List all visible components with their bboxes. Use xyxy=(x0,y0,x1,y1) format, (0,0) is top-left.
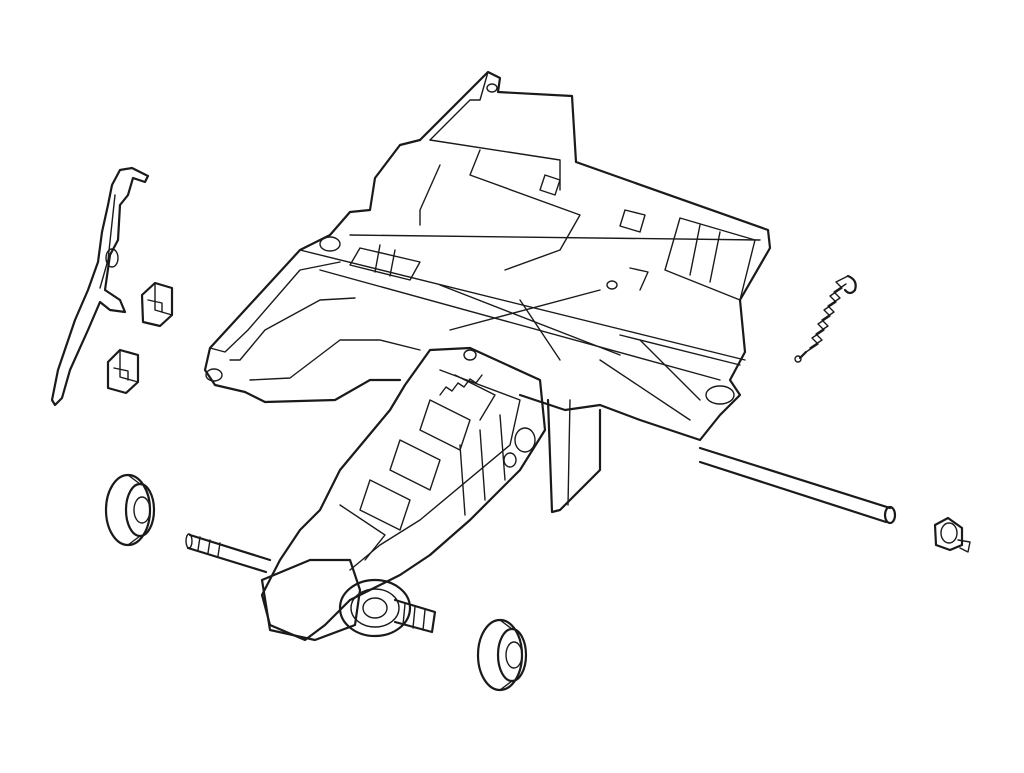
roller-left xyxy=(104,473,156,547)
bracket-clip-upper xyxy=(140,281,174,328)
tension-spring xyxy=(794,274,857,363)
shaft-bushing xyxy=(933,516,971,553)
main-frame xyxy=(203,70,772,514)
pickup-assembly xyxy=(185,346,547,642)
lever-arm xyxy=(50,166,150,407)
roller-bottom xyxy=(476,618,528,692)
bracket-clip-lower xyxy=(106,348,140,395)
drive-shaft xyxy=(698,446,897,525)
